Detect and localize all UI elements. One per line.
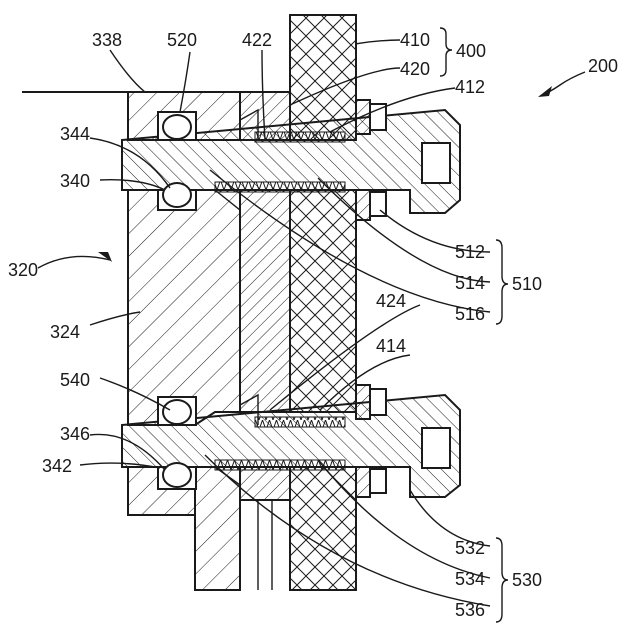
brace-400 [440, 28, 452, 76]
label-420: 420 [400, 59, 430, 79]
brace-530 [496, 538, 508, 622]
label-536: 536 [455, 600, 485, 620]
label-514: 514 [455, 273, 485, 293]
bolt-head-slot [422, 143, 450, 183]
label-344: 344 [60, 124, 90, 144]
label-424: 424 [376, 291, 406, 311]
label-520: 520 [167, 30, 197, 50]
label-320: 320 [8, 260, 38, 280]
arrow-320 [98, 252, 112, 262]
o-ring-520 [158, 112, 196, 140]
label-422: 422 [242, 30, 272, 50]
label-324: 324 [50, 322, 80, 342]
bolt-head-slot-lower [422, 428, 450, 468]
label-532: 532 [455, 538, 485, 558]
washer-532 [356, 385, 370, 419]
label-342: 342 [42, 456, 72, 476]
label-200: 200 [588, 56, 618, 76]
label-346: 346 [60, 424, 90, 444]
label-414: 414 [376, 336, 406, 356]
washer-512 [356, 100, 370, 134]
panel-410 [290, 15, 356, 590]
o-ring-540 [158, 397, 196, 425]
label-400: 400 [456, 41, 486, 61]
label-510: 510 [512, 274, 542, 294]
label-338: 338 [92, 30, 122, 50]
thread-upper [255, 132, 345, 142]
label-512: 512 [455, 242, 485, 262]
label-516: 516 [455, 304, 485, 324]
thread-lower [255, 417, 345, 427]
label-534: 534 [455, 569, 485, 589]
label-410: 410 [400, 30, 430, 50]
label-530: 530 [512, 570, 542, 590]
o-ring-342 [158, 463, 196, 489]
label-540: 540 [60, 370, 90, 390]
label-412: 412 [455, 77, 485, 97]
label-340: 340 [60, 171, 90, 191]
brace-510 [496, 240, 508, 324]
